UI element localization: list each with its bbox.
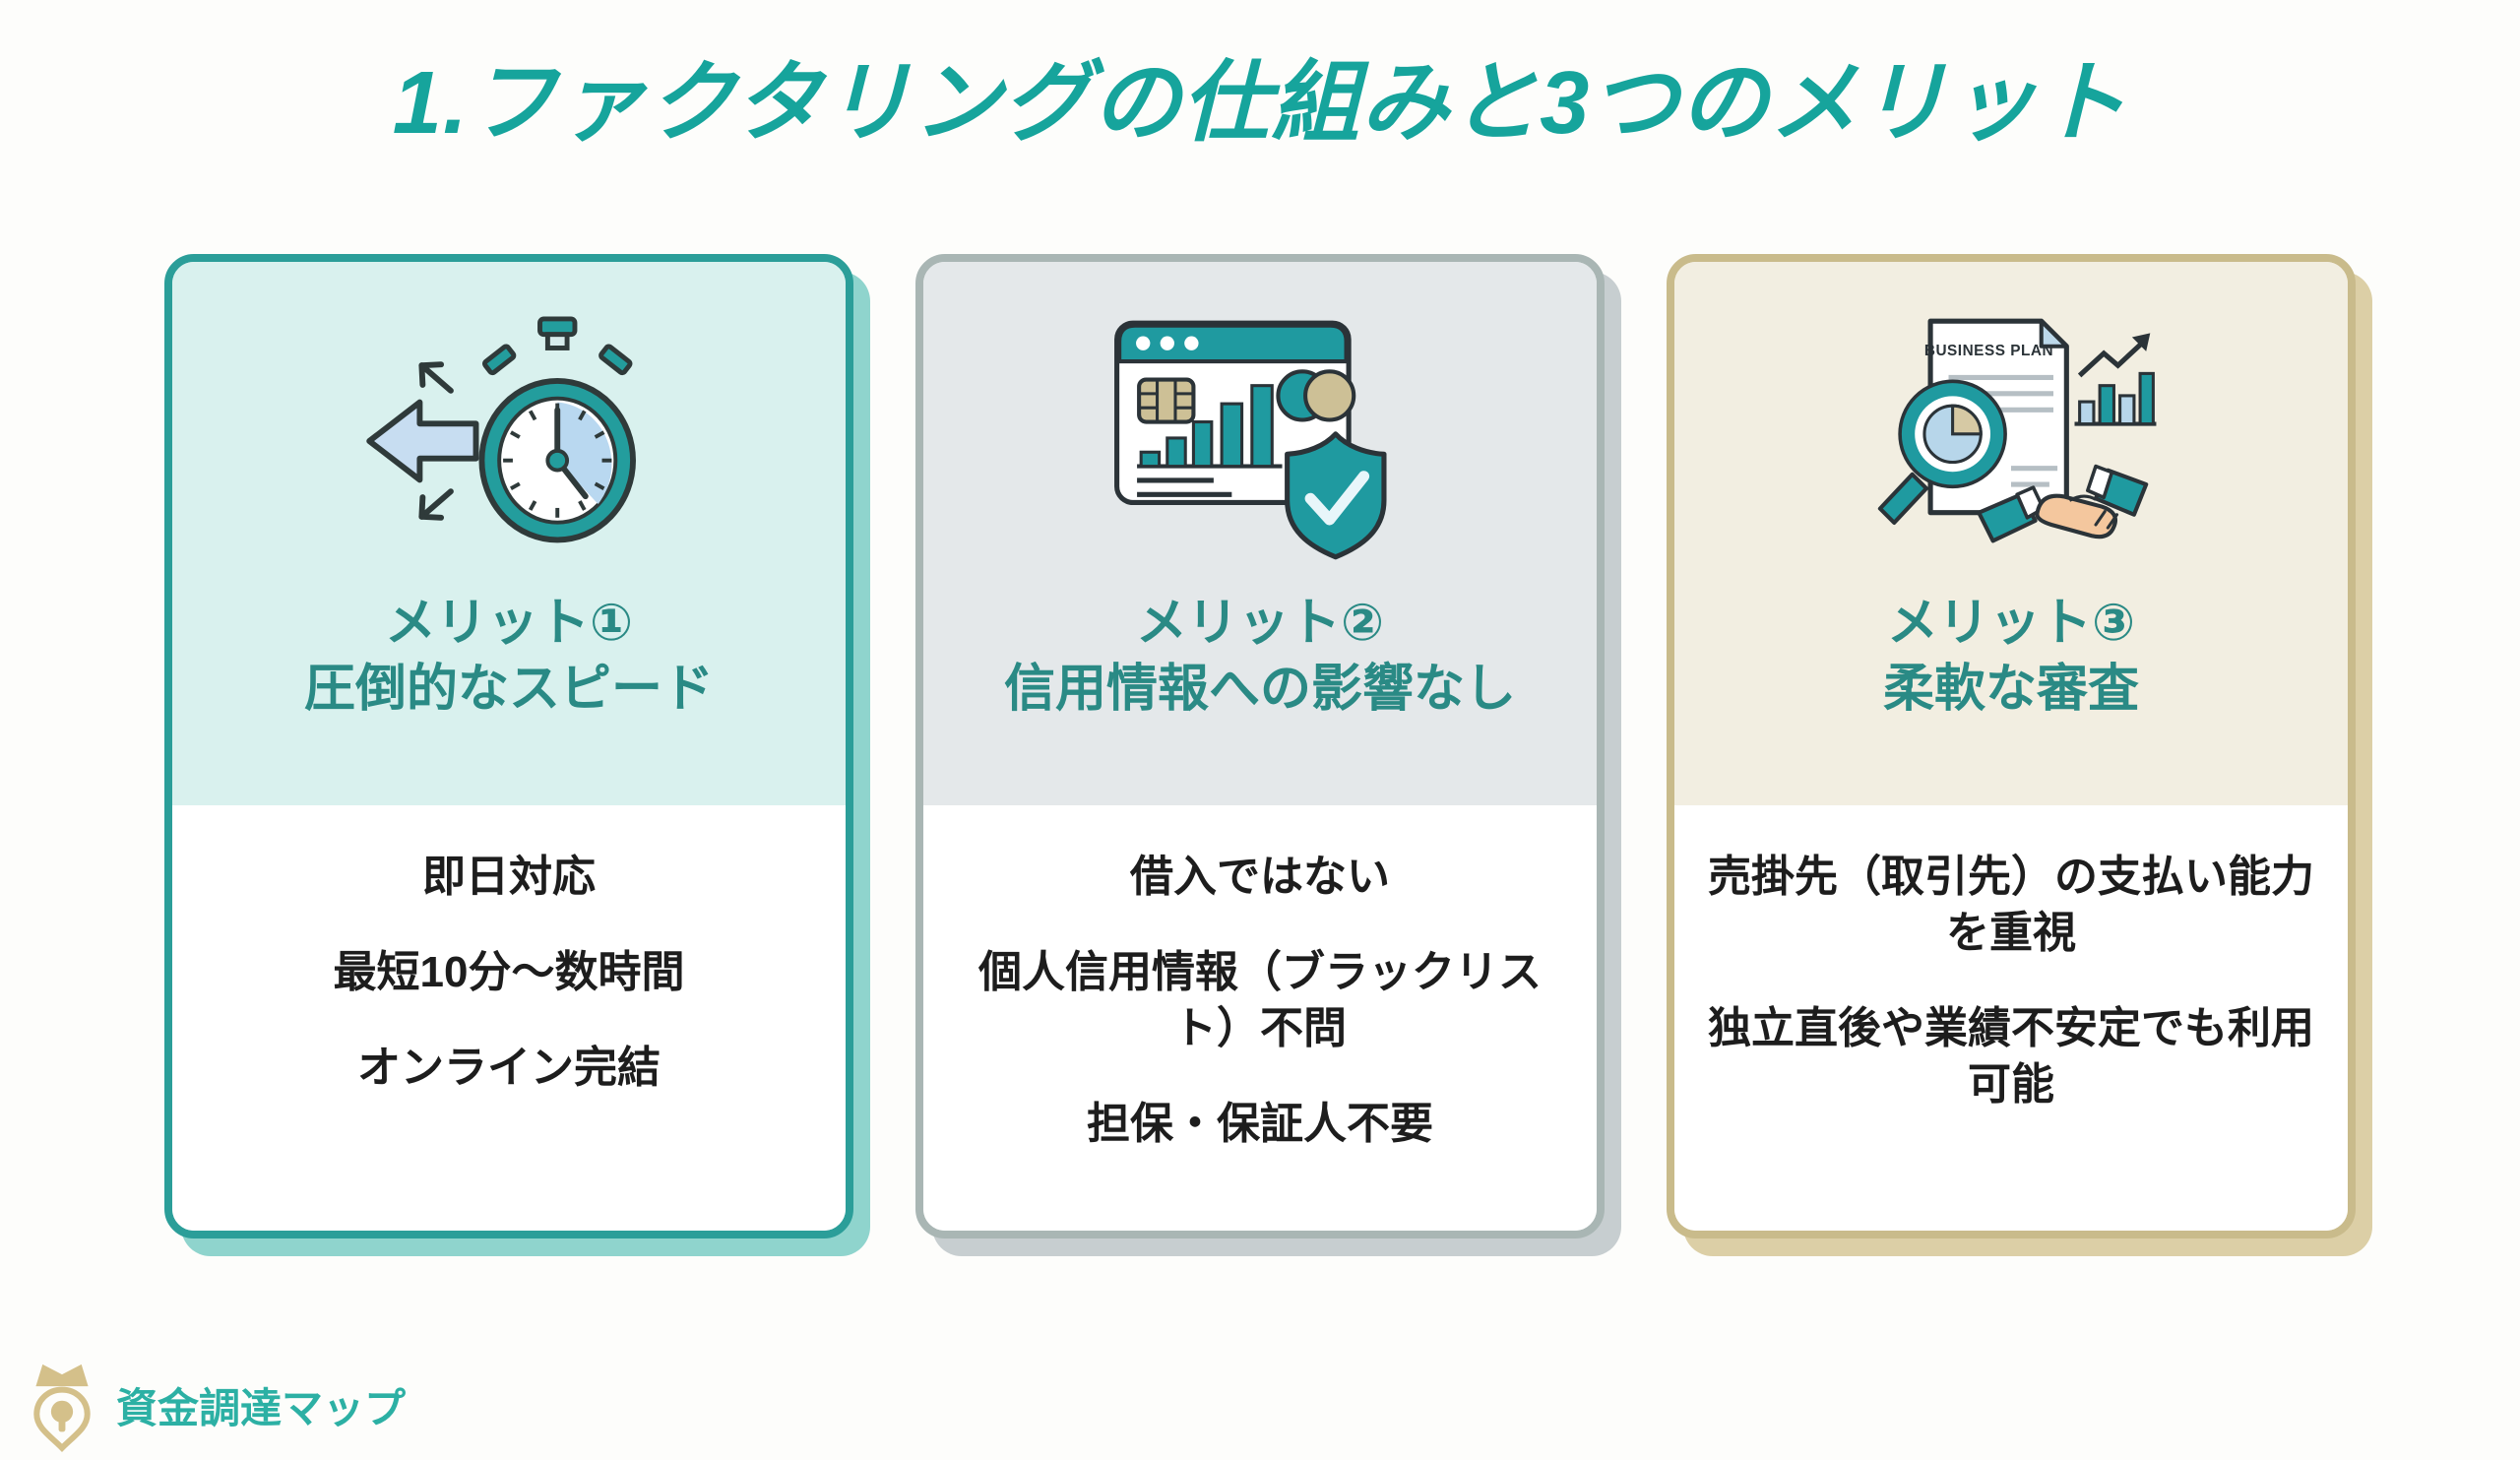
card-screening-body: 売掛先（取引先）の支払い能力を重視 独立直後や業績不安定でも利用可能 (1674, 804, 2348, 1231)
card-speed-icon-wrap (172, 315, 846, 567)
business-plan-label: BUSINESS PLAN (1924, 342, 2053, 358)
card-speed-heading: メリット① 圧倒的なスピード (172, 591, 846, 724)
card-body-line: オンライン完結 (357, 1043, 661, 1092)
card-speed-heading-line2: 圧倒的なスピード (303, 661, 714, 719)
card-body-line: 独立直後や業績不安定でも利用可能 (1708, 1003, 2314, 1110)
card-body-line: 個人信用情報（ブラックリスト）不問 (978, 947, 1542, 1052)
card-credit-header: メリット② 信用情報への影響なし (923, 261, 1597, 805)
card-screening-heading: メリット③ 柔軟な審査 (1674, 591, 2348, 724)
page-title: 1.ファクタリングの仕組みと3つのメリット (392, 54, 2128, 153)
merit-card-screening: BUSINESS PLAN (1667, 253, 2356, 1238)
card-credit-heading: メリット② 信用情報への影響なし (923, 591, 1597, 724)
card-body-line: 即日対応 (422, 852, 596, 901)
site-logo: 資金調達マップ (20, 1358, 406, 1452)
speed-stopwatch-icon (366, 315, 636, 542)
card-credit-body: 借入ではない 個人信用情報（ブラックリスト）不問 担保・保証人不要 (923, 804, 1597, 1231)
card-credit-icon-wrap (923, 315, 1597, 567)
map-pin-crown-icon (33, 1364, 91, 1452)
business-plan-handshake-icon: BUSINESS PLAN (1877, 318, 2157, 542)
card-screening-heading-line1: メリット③ (1886, 594, 2136, 652)
card-speed-header: メリット① 圧倒的なスピード (172, 261, 846, 805)
merit-cards-row: メリット① 圧倒的なスピード 即日対応 最短10分〜数時間 オンライン完結 (0, 253, 2520, 1238)
merit-card-speed: メリット① 圧倒的なスピード 即日対応 最短10分〜数時間 オンライン完結 (164, 253, 853, 1238)
card-body-line: 売掛先（取引先）の支払い能力を重視 (1708, 852, 2314, 957)
card-screening-header: BUSINESS PLAN (1674, 261, 2348, 805)
credit-report-shield-icon (1114, 320, 1387, 559)
card-screening-icon-wrap: BUSINESS PLAN (1674, 315, 2348, 567)
card-body-line: 最短10分〜数時間 (333, 947, 685, 996)
merit-card-credit: メリット② 信用情報への影響なし 借入ではない 個人信用情報（ブラックリスト）不… (915, 253, 1605, 1238)
card-speed-body: 即日対応 最短10分〜数時間 オンライン完結 (172, 804, 846, 1231)
logo-text: 資金調達マップ (116, 1384, 407, 1431)
card-body-line: 担保・保証人不要 (1087, 1100, 1433, 1149)
card-credit-heading-line2: 信用情報への影響なし (1003, 661, 1516, 719)
card-credit-heading-line1: メリット② (1135, 594, 1385, 652)
card-speed-heading-line1: メリット① (384, 594, 634, 652)
card-body-line: 借入ではない (1130, 852, 1390, 901)
card-screening-heading-line2: 柔軟な審査 (1882, 661, 2139, 719)
